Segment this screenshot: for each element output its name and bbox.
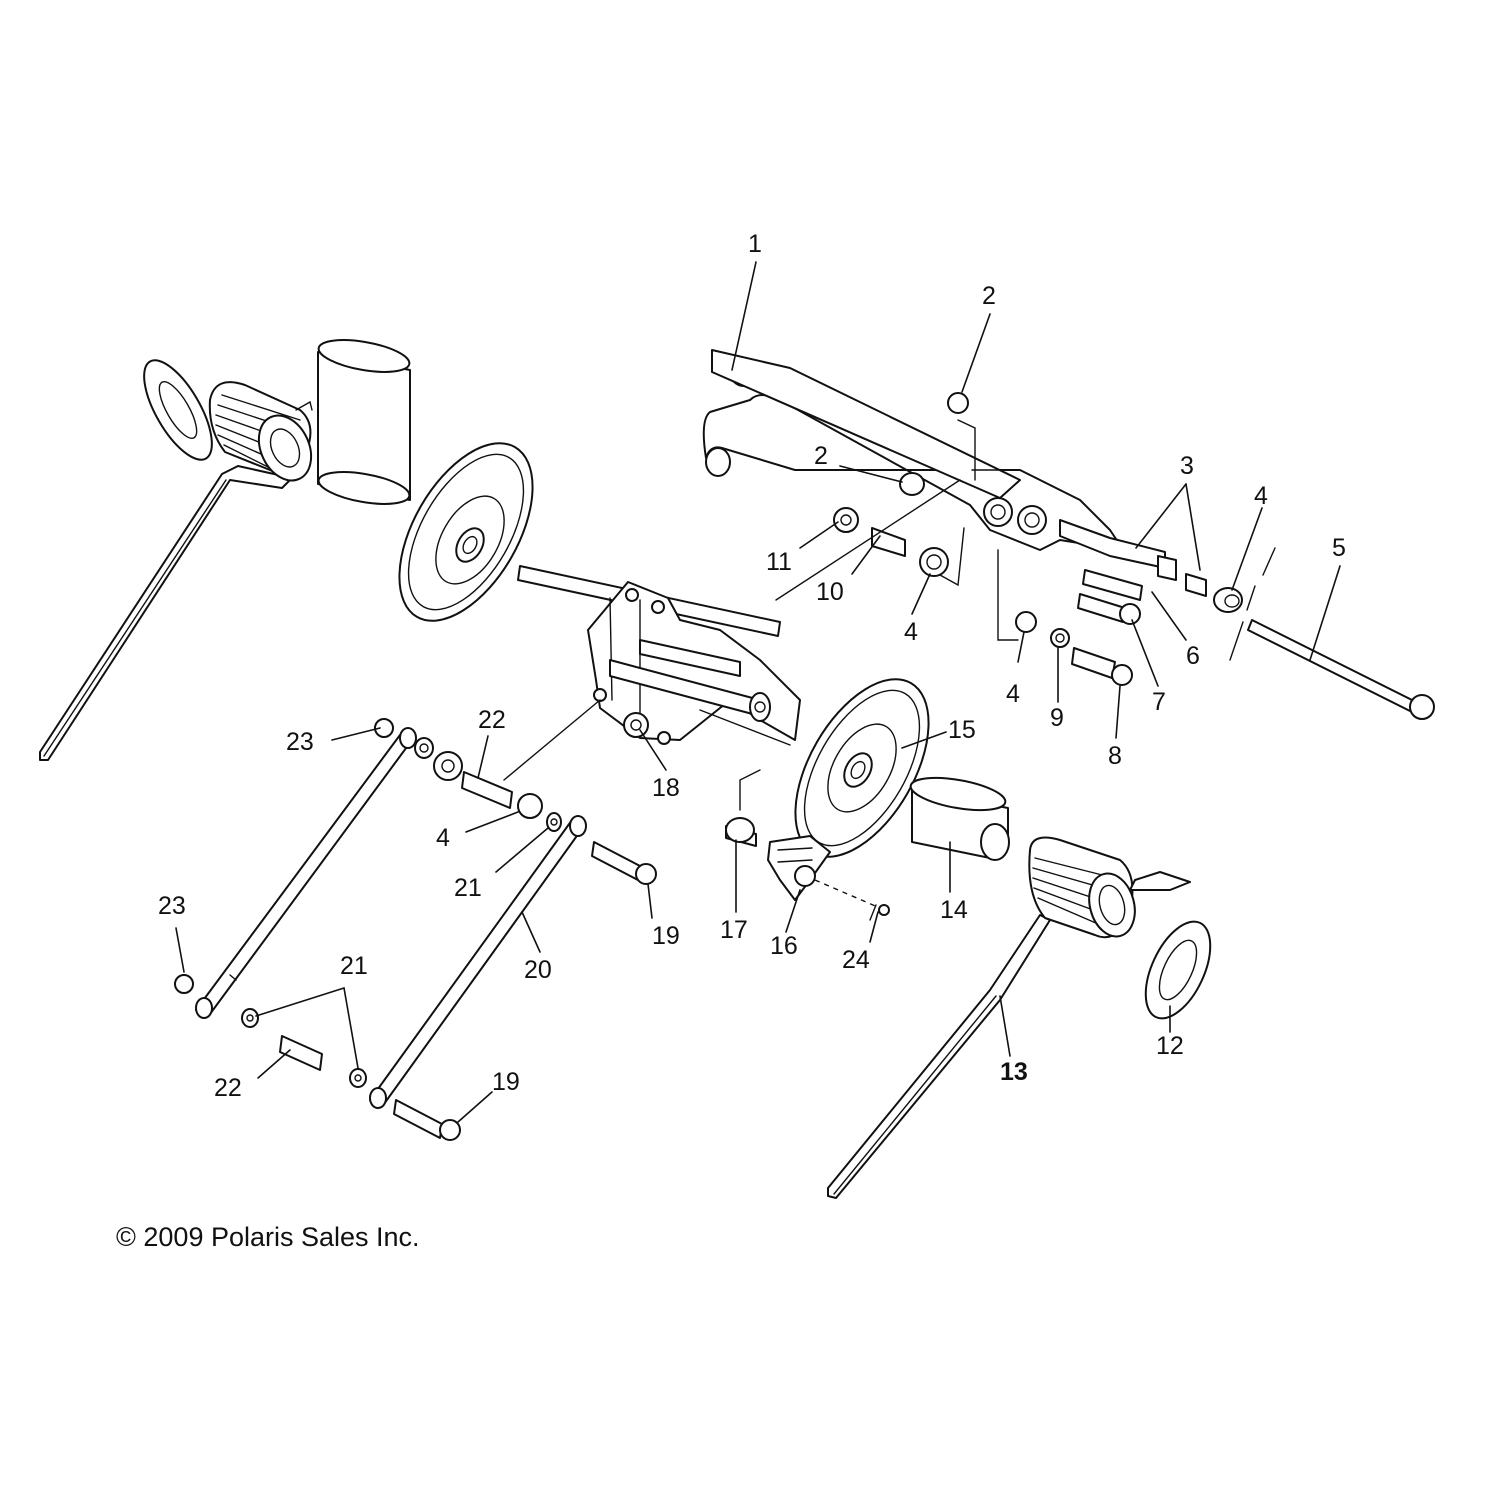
callout-4a: 4 (1254, 482, 1268, 510)
callout-23a: 23 (286, 728, 314, 756)
callout-19a: 19 (652, 922, 680, 950)
callout-14: 14 (940, 896, 968, 924)
callout-13: 13 (1000, 1058, 1028, 1086)
right-spring-washer (1144, 920, 1212, 1020)
callout-4b: 4 (904, 618, 918, 646)
callout-5: 5 (1332, 534, 1346, 562)
callout-9: 9 (1050, 704, 1064, 732)
callout-7: 7 (1152, 688, 1166, 716)
callout-4d: 4 (436, 824, 450, 852)
callout-21a: 21 (454, 874, 482, 902)
callout-21b: 21 (340, 952, 368, 980)
adjuster-cam (725, 817, 890, 921)
callout-18: 18 (652, 774, 680, 802)
callout-10: 10 (816, 578, 844, 606)
lower-link-rod (369, 815, 587, 1109)
callout-numbers: 1 2 2 3 4 5 11 10 4 4 9 6 7 8 23 22 18 1… (158, 230, 1346, 1102)
center-hardware (775, 392, 1019, 641)
callout-6: 6 (1186, 642, 1200, 670)
callout-2a: 2 (982, 282, 996, 310)
callout-17: 17 (720, 916, 748, 944)
pivot-arm (702, 349, 1166, 569)
callout-11: 11 (766, 548, 792, 576)
callout-3: 3 (1180, 452, 1194, 480)
callout-19b: 19 (492, 1068, 520, 1096)
link-hardware (174, 699, 761, 1141)
copyright-notice: © 2009 Polaris Sales Inc. (116, 1222, 420, 1252)
callout-20: 20 (524, 956, 552, 984)
callout-22b: 22 (214, 1074, 242, 1102)
callout-4c: 4 (1006, 680, 1020, 708)
callout-1: 1 (748, 230, 762, 258)
left-torsion-spring (39, 359, 313, 761)
callout-16: 16 (770, 932, 798, 960)
callout-23b: 23 (158, 892, 186, 920)
callout-12: 12 (1156, 1032, 1184, 1060)
right-spacer-tube (909, 776, 1010, 861)
callout-15: 15 (948, 716, 976, 744)
center-mounting-bracket (587, 581, 801, 746)
left-spacer-tube (317, 339, 411, 505)
callout-8: 8 (1108, 742, 1122, 770)
callout-22a: 22 (478, 706, 506, 734)
callout-24: 24 (842, 946, 870, 974)
upper-link-rod (195, 727, 417, 1019)
right-torsion-spring (827, 836, 1191, 1199)
right-hardware (1015, 547, 1435, 720)
callout-2b: 2 (814, 442, 828, 470)
left-idler-wheel (398, 442, 534, 622)
leader-lines (175, 261, 1341, 1123)
